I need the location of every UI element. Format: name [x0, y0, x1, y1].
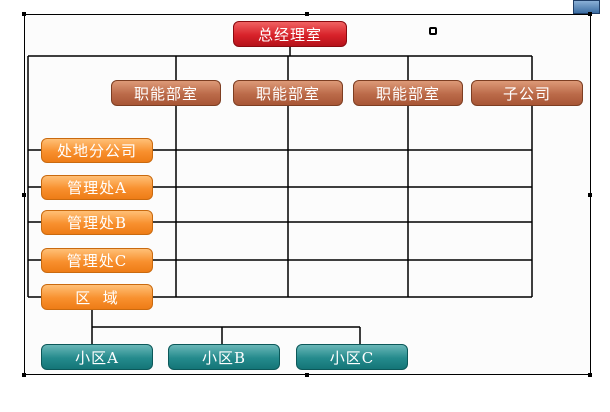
- row-node[interactable]: 管理处A: [41, 175, 153, 200]
- row-node[interactable]: 管理处C: [41, 248, 153, 273]
- sub-area-node[interactable]: 小区A: [41, 344, 153, 370]
- row-label: 管理处C: [66, 252, 128, 270]
- sub-area-node[interactable]: 小区B: [168, 344, 280, 370]
- department-node[interactable]: 职能部室: [233, 80, 343, 106]
- subsidiary-node[interactable]: 子公司: [471, 80, 583, 106]
- sub-area-label: 小区A: [75, 348, 119, 367]
- anchor-marker[interactable]: [429, 27, 437, 35]
- row-label: 处地分公司: [56, 142, 137, 160]
- selection-handle[interactable]: [22, 193, 26, 197]
- row-label: 管理处B: [66, 214, 128, 232]
- region-node[interactable]: 区 域: [41, 284, 153, 310]
- selection-handle[interactable]: [588, 12, 592, 16]
- subsidiary-label: 子公司: [502, 84, 551, 103]
- region-label: 区 域: [75, 288, 119, 307]
- top-node[interactable]: 总经理室: [233, 21, 347, 47]
- department-node[interactable]: 职能部室: [353, 80, 463, 106]
- sub-area-label: 小区B: [201, 348, 247, 367]
- department-node[interactable]: 职能部室: [111, 80, 221, 106]
- department-label: 职能部室: [133, 84, 198, 103]
- selection-handle[interactable]: [22, 373, 26, 377]
- department-label: 职能部室: [375, 84, 440, 103]
- sub-area-node[interactable]: 小区C: [296, 344, 408, 370]
- selection-handle[interactable]: [22, 12, 26, 16]
- selection-handle[interactable]: [305, 12, 309, 16]
- selection-handle[interactable]: [588, 373, 592, 377]
- department-label: 职能部室: [255, 84, 320, 103]
- top-node-label: 总经理室: [257, 25, 322, 44]
- selection-handle[interactable]: [305, 373, 309, 377]
- row-label: 管理处A: [67, 179, 127, 197]
- sub-area-label: 小区C: [329, 348, 375, 367]
- corner-widget[interactable]: [573, 0, 600, 14]
- selection-handle[interactable]: [588, 193, 592, 197]
- row-node[interactable]: 管理处B: [41, 210, 153, 235]
- row-node[interactable]: 处地分公司: [41, 138, 153, 163]
